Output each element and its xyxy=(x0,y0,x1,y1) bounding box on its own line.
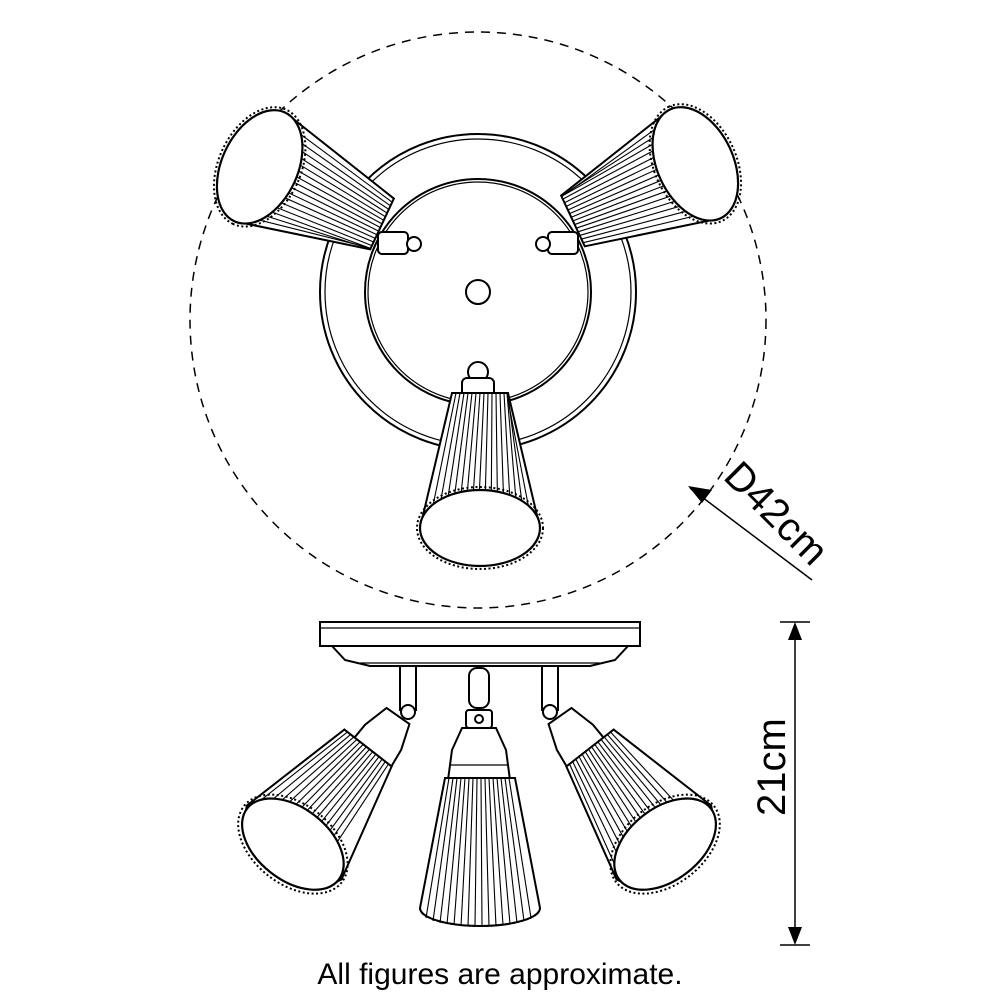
disclaimer-caption: All figures are approximate. xyxy=(317,958,683,991)
stem-center xyxy=(465,667,493,729)
arm-knob-right xyxy=(535,231,579,255)
shade-side-center xyxy=(419,777,541,927)
height-label: 21cm xyxy=(750,718,794,816)
stem-right xyxy=(541,665,559,720)
diameter-label: D42cm xyxy=(716,453,837,574)
ceiling-plate-side xyxy=(319,621,641,667)
stem-left xyxy=(399,665,417,720)
side-view: 21cm xyxy=(218,621,810,946)
arm-knob-left xyxy=(377,231,422,255)
shade-top-center xyxy=(415,391,545,571)
height-arrow xyxy=(780,621,810,946)
shade-top-left xyxy=(194,91,410,283)
holder-center xyxy=(446,727,512,781)
diameter-outline-circle xyxy=(189,31,767,609)
diameter-arrow xyxy=(688,486,813,581)
top-view: D42cm xyxy=(189,31,837,609)
